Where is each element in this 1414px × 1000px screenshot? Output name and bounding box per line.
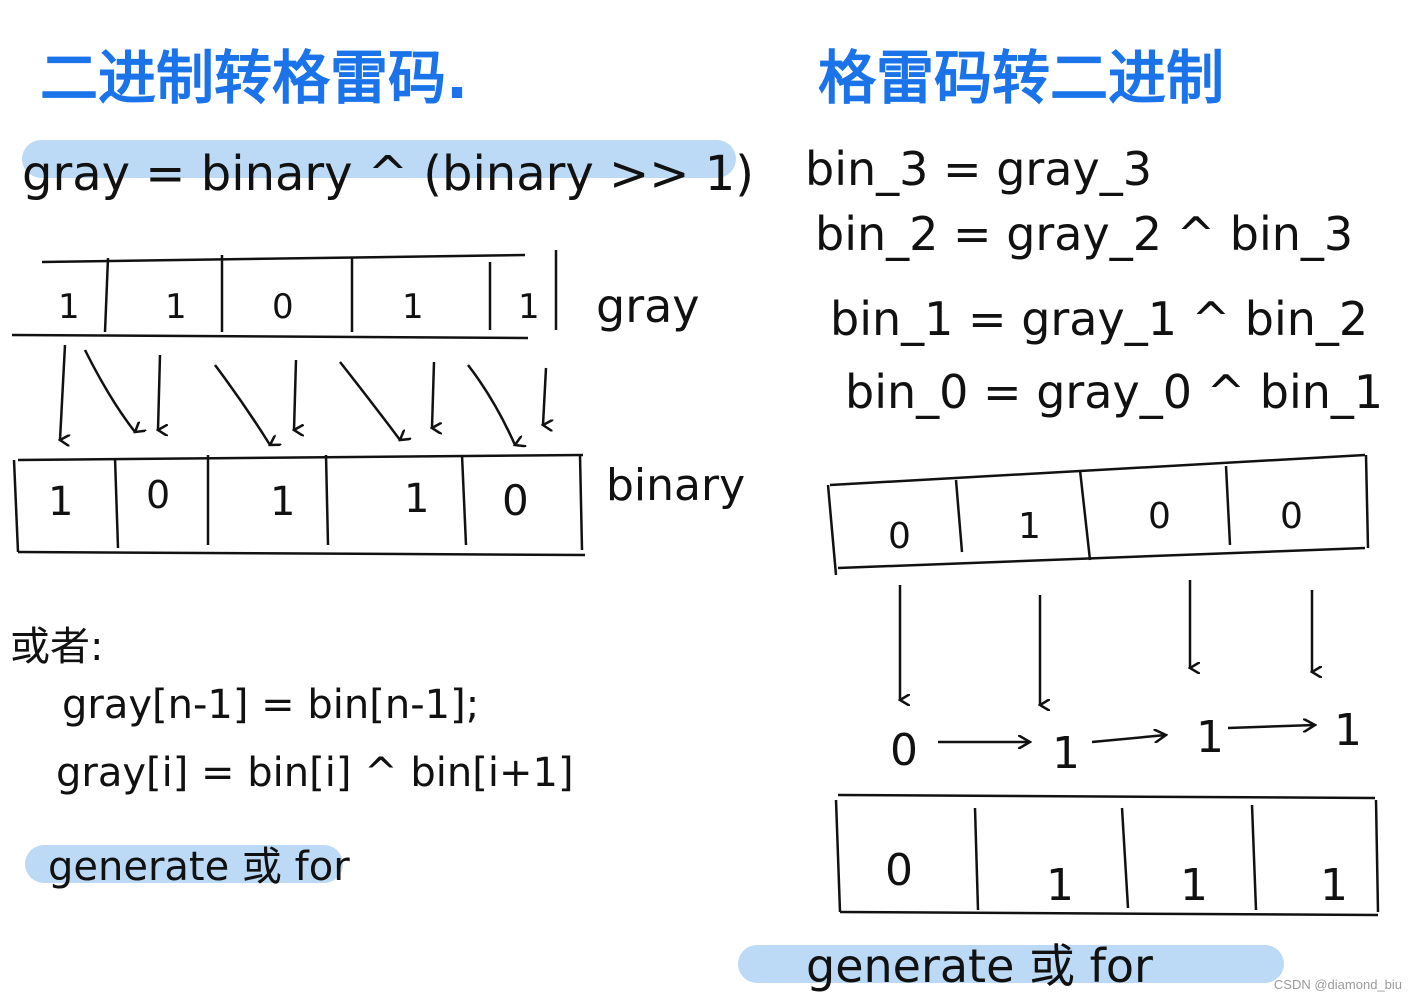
left-binary-bit: 1 xyxy=(270,479,295,525)
right-eq-2: bin_2 = gray_2 ^ bin_3 xyxy=(815,207,1353,261)
left-gray-bit: 1 xyxy=(58,287,80,327)
left-gray-box xyxy=(11,250,558,340)
right-eq-3: bin_1 = gray_1 ^ bin_2 xyxy=(830,292,1368,346)
left-binary-bit: 0 xyxy=(502,476,529,525)
chain-bit: 1 xyxy=(1196,712,1224,763)
left-gray-bit: 0 xyxy=(272,287,294,327)
left-gray-bit: 1 xyxy=(518,287,540,327)
right-binary-bits: 0 1 1 1 xyxy=(885,845,1348,911)
right-binary-bit: 1 xyxy=(1180,860,1208,911)
right-gray-bit: 1 xyxy=(1018,506,1041,547)
right-arrows xyxy=(900,580,1312,705)
right-binary-bit: 1 xyxy=(1320,860,1348,911)
right-eq-4: bin_0 = gray_0 ^ bin_1 xyxy=(845,365,1383,419)
left-gray-label: gray xyxy=(596,279,700,333)
chain-bit: 1 xyxy=(1334,705,1362,756)
right-eq-1: bin_3 = gray_3 xyxy=(805,142,1152,196)
left-formula: gray = binary ^ (binary >> 1) xyxy=(22,146,754,202)
formula-highlight xyxy=(22,140,736,178)
left-footer: generate 或 for xyxy=(48,844,350,890)
right-binary-bit: 0 xyxy=(885,845,913,896)
right-binary-box xyxy=(834,793,1380,917)
right-footer: generate 或 for xyxy=(806,939,1153,993)
alt-line-1: gray[n-1] = bin[n-1]; xyxy=(62,682,479,728)
right-title: 格雷码转二进制 xyxy=(818,44,1224,112)
left-binary-bit: 0 xyxy=(146,473,170,517)
left-gray-bits: 1 1 0 1 1 xyxy=(58,287,540,327)
left-binary-bits: 1 0 1 1 0 xyxy=(48,473,529,525)
right-chain: 0 1 1 1 xyxy=(890,705,1362,779)
chain-bit: 0 xyxy=(890,725,918,776)
left-binary-bit: 1 xyxy=(404,476,429,522)
right-gray-box xyxy=(826,453,1370,576)
right-gray-bit: 0 xyxy=(1280,496,1303,537)
chain-arrows xyxy=(938,725,1315,742)
left-binary-label: binary xyxy=(606,460,745,511)
chain-bit: 1 xyxy=(1052,728,1080,779)
right-gray-bits: 0 1 0 0 xyxy=(888,496,1303,557)
left-gray-bit: 1 xyxy=(165,287,187,327)
left-footer-highlight xyxy=(25,845,343,883)
left-gray-bit: 1 xyxy=(402,287,424,327)
right-gray-bit: 0 xyxy=(888,516,911,557)
watermark: CSDN @diamond_biu xyxy=(1273,977,1402,992)
left-arrows xyxy=(60,344,546,445)
left-binary-bit: 1 xyxy=(48,479,73,525)
or-label: 或者: xyxy=(10,624,103,670)
right-footer-highlight xyxy=(738,945,1284,983)
right-gray-bit: 0 xyxy=(1148,496,1171,537)
right-binary-bit: 1 xyxy=(1046,860,1074,911)
left-title: 二进制转格雷码. xyxy=(40,44,468,112)
alt-line-2: gray[i] = bin[i] ^ bin[i+1] xyxy=(56,750,574,796)
left-binary-box xyxy=(12,453,586,557)
